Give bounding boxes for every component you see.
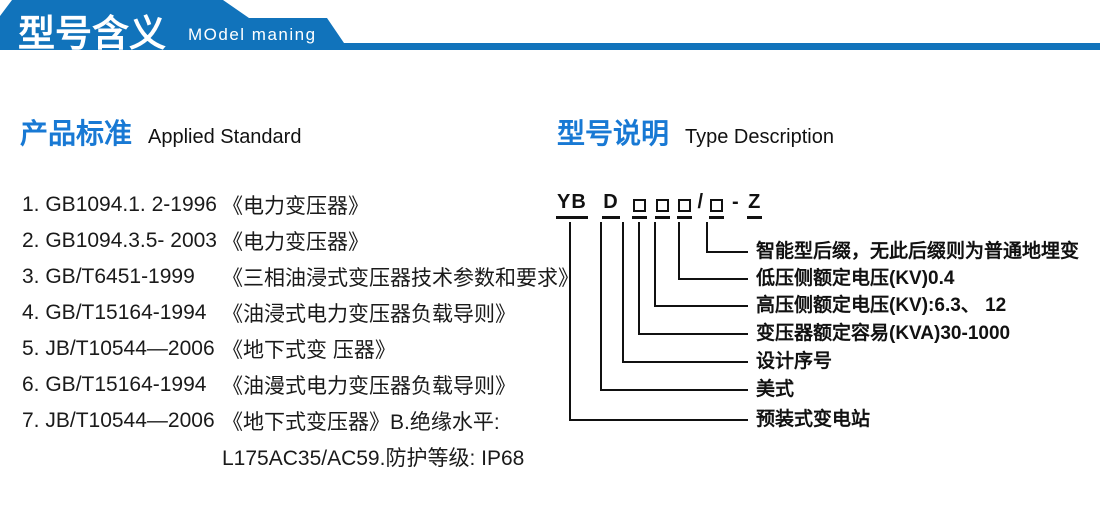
standard-code: 7. JB/T10544—2006 [22, 409, 215, 432]
connector-line-z [706, 222, 748, 253]
box-placeholder-icon [678, 199, 692, 212]
standard-code: 2. GB1094.3.5- 2003 [22, 229, 217, 252]
label-american-style: 美式 [756, 379, 795, 400]
connector-line-box1 [622, 222, 748, 363]
label-prefab-substation: 预装式变电站 [756, 409, 871, 430]
model-code-box-3 [677, 199, 693, 219]
model-code-box-4 [708, 199, 724, 219]
standard-code: 3. GB/T6451-1999 [22, 265, 195, 288]
standard-item: 1. GB1094.1. 2-1996 《电力变压器》 [22, 187, 579, 223]
model-code-letter-d: D [602, 191, 620, 219]
model-code: YB D / - Z [556, 191, 763, 219]
model-code-box-1 [632, 199, 648, 219]
model-code-box-2 [654, 199, 670, 219]
label-design-serial: 设计序号 [756, 351, 833, 372]
box-placeholder-icon [633, 199, 647, 212]
applied-standard-heading: 产品标准 Applied Standard [20, 112, 301, 152]
standard-item: 5. JB/T10544—2006 《地下式变 压器》 [22, 331, 579, 367]
connector-line-yb [569, 222, 748, 421]
connector-line-box2 [638, 222, 748, 335]
page-subtitle: MOdel maning [188, 25, 317, 44]
connector-line-box3 [654, 222, 748, 307]
standard-title: 《地下式变压器》B.绝缘水平: [222, 411, 500, 434]
standard-code: 4. GB/T15164-1994 [22, 301, 207, 324]
model-code-slash: / [697, 191, 704, 213]
standards-list: 1. GB1094.1. 2-1996 《电力变压器》 2. GB1094.3.… [22, 187, 579, 475]
connector-line-box4 [678, 222, 748, 280]
applied-standard-heading-en: Applied Standard [148, 126, 302, 148]
model-code-suffix-z: Z [747, 191, 763, 219]
type-description-heading-en: Type Description [685, 126, 834, 148]
standard-code: 6. GB/T15164-1994 [22, 373, 207, 396]
type-description-heading: 型号说明 Type Description [557, 112, 834, 152]
standard-code: 5. JB/T10544—2006 [22, 337, 215, 360]
standard-title: 《电力变压器》 [222, 195, 369, 218]
standard-item: 7. JB/T10544—2006 《地下式变压器》B.绝缘水平: [22, 403, 579, 439]
label-hv-rated-voltage: 高压侧额定电压(KV):6.3、 12 [756, 295, 1007, 316]
standard-title-continuation: L175AC35/AC59.防护等级: IP68 [222, 447, 525, 470]
standard-title: 《油浸式电力变压器负载导则》 [222, 303, 516, 326]
page-title: 型号含义 [18, 13, 166, 54]
standard-item: 2. GB1094.3.5- 2003 《电力变压器》 [22, 223, 579, 259]
connector-line-d [600, 222, 748, 391]
model-code-dash: - [731, 191, 739, 213]
standard-title: 《电力变压器》 [222, 231, 369, 254]
label-rated-capacity: 变压器额定容易(KVA)30-1000 [756, 323, 1011, 344]
model-code-prefix-yb: YB [556, 191, 588, 219]
label-lv-rated-voltage: 低压侧额定电压(KV)0.4 [756, 268, 955, 289]
type-description-heading-cn: 型号说明 [557, 118, 670, 149]
standard-item-continuation: L175AC35/AC59.防护等级: IP68 [22, 439, 579, 475]
standard-item: 4. GB/T15164-1994 《油浸式电力变压器负载导则》 [22, 295, 579, 331]
standard-item: 3. GB/T6451-1999 《三相油浸式变压器技术参数和要求》 [22, 259, 579, 295]
standard-code: 1. GB1094.1. 2-1996 [22, 193, 217, 216]
standard-title: 《地下式变 压器》 [222, 339, 396, 362]
standard-title: 《三相油浸式变压器技术参数和要求》 [222, 267, 579, 290]
applied-standard-heading-cn: 产品标准 [20, 118, 133, 149]
standard-item: 6. GB/T15164-1994 《油漫式电力变压器负载导则》 [22, 367, 579, 403]
box-placeholder-icon [709, 199, 723, 212]
label-smart-suffix: 智能型后缀，无此后缀则为普通地埋变 [756, 241, 1080, 262]
standard-title: 《油漫式电力变压器负载导则》 [222, 375, 516, 398]
box-placeholder-icon [655, 199, 669, 212]
